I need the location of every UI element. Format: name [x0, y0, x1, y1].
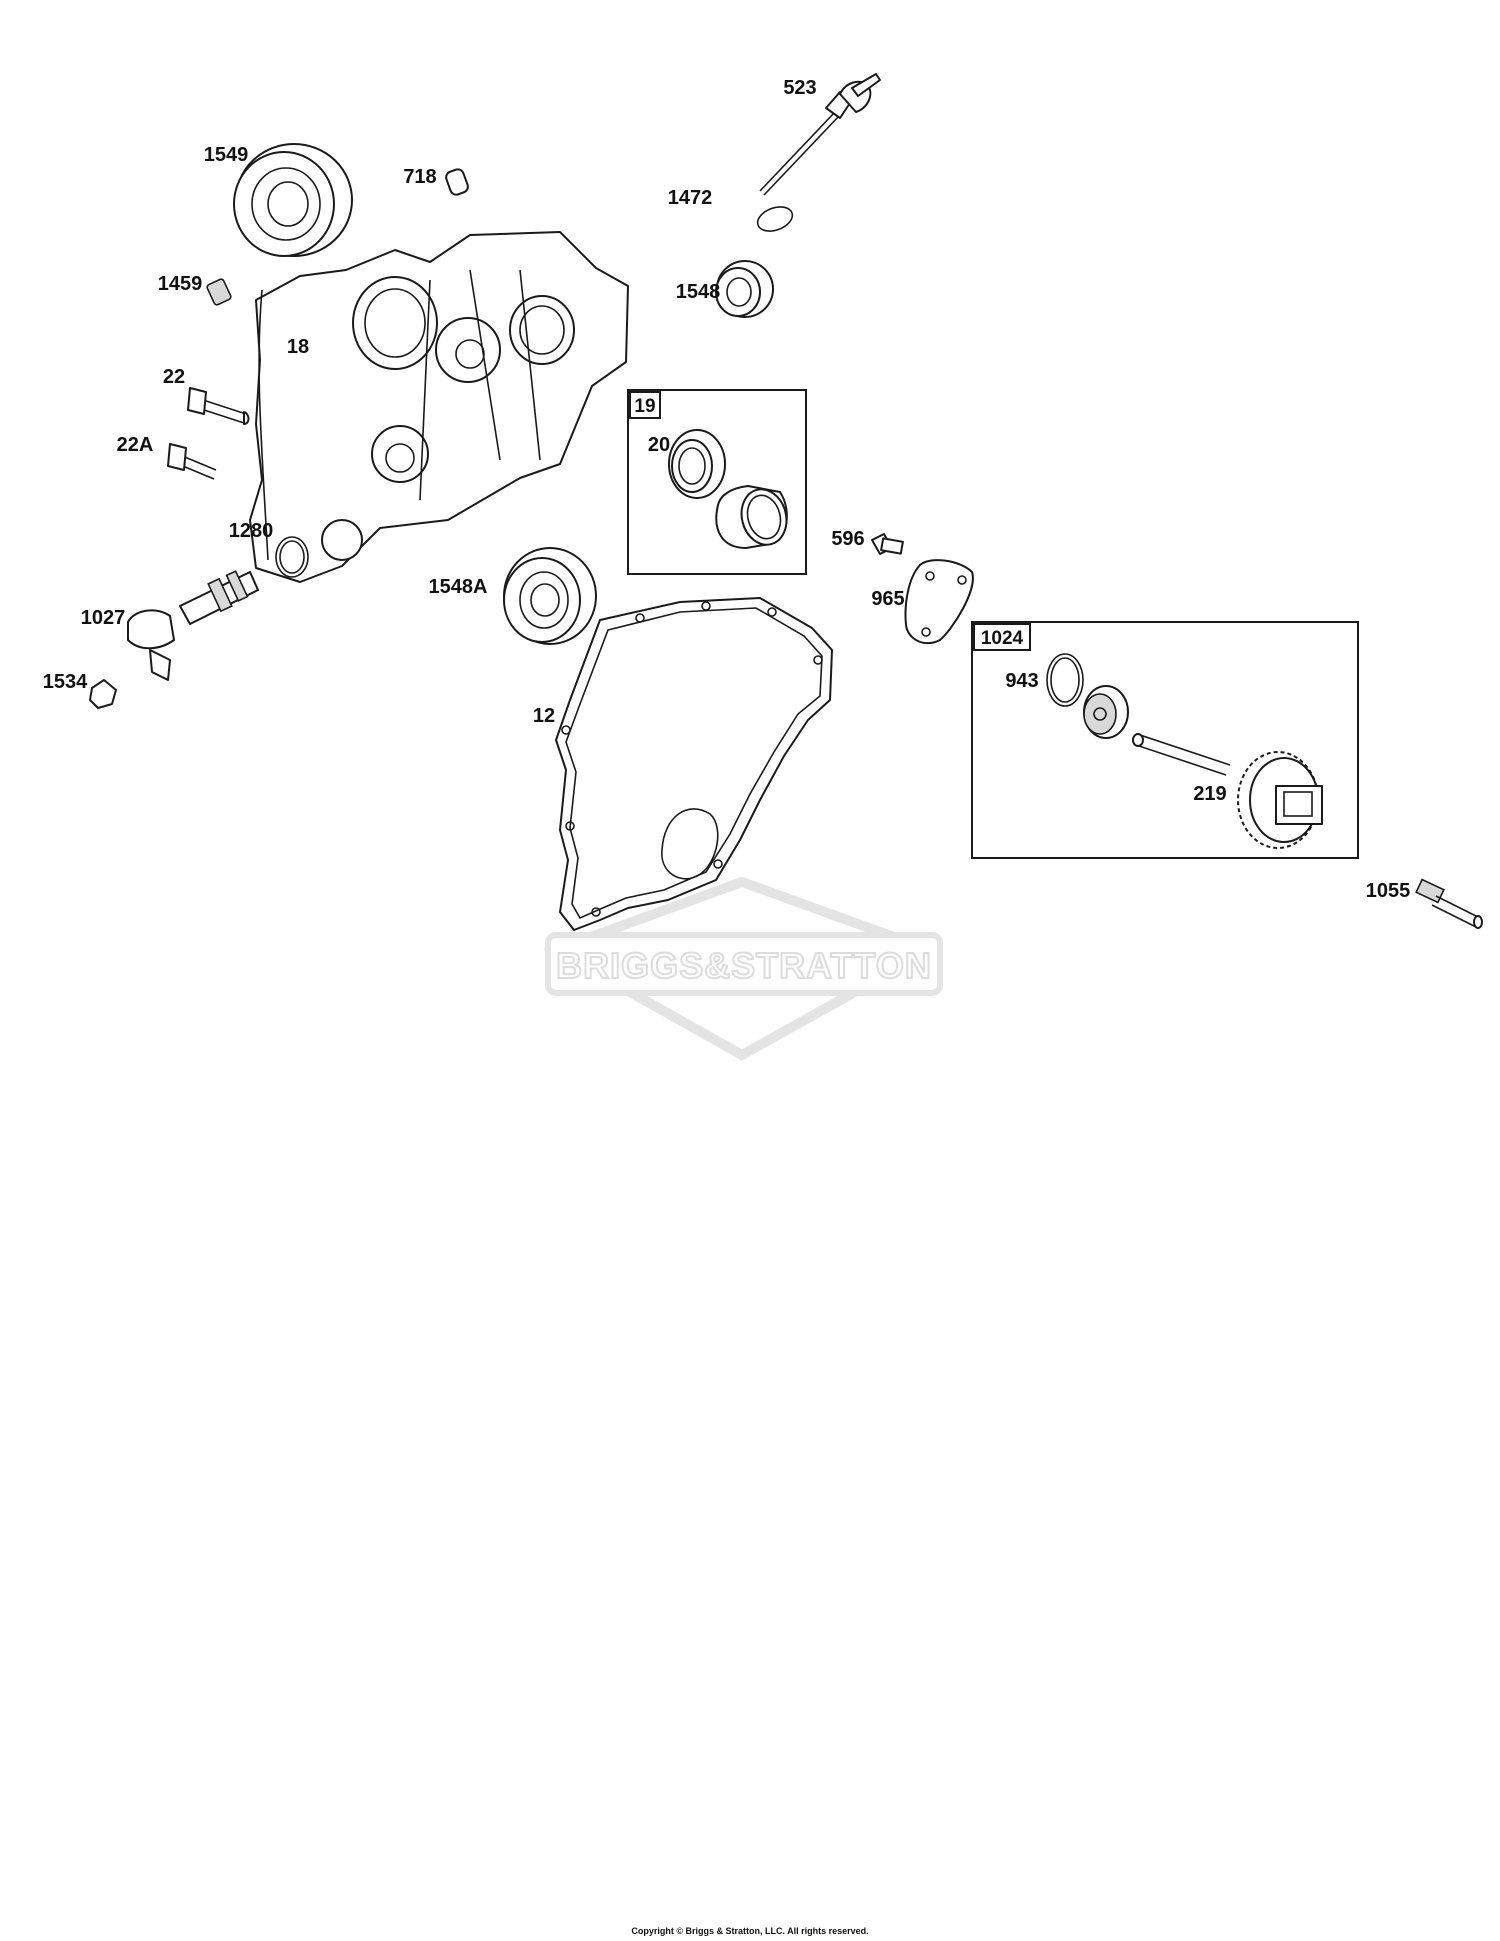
callout-718: 718: [403, 166, 436, 188]
part-1027-drain-valve[interactable]: [127, 570, 259, 681]
part-1459-spring[interactable]: [206, 278, 232, 306]
part-1534-screw[interactable]: [89, 679, 117, 709]
watermark-text: BRIGGS&STRATTON: [556, 945, 932, 986]
callout-1027: 1027: [81, 607, 126, 629]
part-1548-bearing[interactable]: [715, 260, 774, 318]
part-20-seal[interactable]: [668, 429, 726, 499]
part-22A-bolt[interactable]: [167, 443, 217, 480]
copyright-footer: Copyright © Briggs & Stratton, LLC. All …: [631, 1926, 868, 1936]
part-965-cover-plate[interactable]: [904, 559, 974, 645]
part-1549-bearing[interactable]: [233, 143, 353, 257]
callout-20: 20: [648, 434, 670, 456]
callout-19: 19: [634, 396, 655, 417]
callout-1549: 1549: [204, 144, 249, 166]
callout-965: 965: [871, 588, 904, 610]
part-1055-pin[interactable]: [1415, 878, 1483, 929]
part-1472-oring[interactable]: [754, 203, 795, 236]
part-12-gasket[interactable]: [555, 597, 833, 931]
brand-watermark: BRIGGS&STRATTON: [543, 876, 943, 1061]
part-19-sleeve[interactable]: [715, 484, 792, 549]
callout-1472: 1472: [668, 187, 713, 209]
callout-22A: 22A: [117, 434, 154, 456]
part-596-bolt[interactable]: [871, 533, 904, 555]
part-18-crankcase-cover[interactable]: [249, 231, 629, 583]
assembly-1024-box[interactable]: 1024: [971, 621, 1359, 859]
part-1548A-bearing[interactable]: [503, 547, 597, 645]
callout-22: 22: [163, 366, 185, 388]
part-22-bolt[interactable]: [187, 387, 250, 425]
callout-18: 18: [287, 336, 309, 358]
part-oil-pump-rotor[interactable]: [1083, 685, 1129, 739]
callout-1055: 1055: [1366, 880, 1411, 902]
callout-596: 596: [831, 528, 864, 550]
assembly-19-box[interactable]: 19: [627, 389, 807, 575]
callout-219: 219: [1193, 783, 1226, 805]
part-219-gear[interactable]: [1237, 751, 1323, 849]
part-523-dipstick[interactable]: [759, 73, 881, 196]
part-1280-oring[interactable]: [275, 536, 309, 578]
part-943-oring[interactable]: [1046, 653, 1084, 707]
callout-1534: 1534: [43, 671, 88, 693]
callout-1459: 1459: [158, 273, 203, 295]
callout-523: 523: [783, 77, 816, 99]
part-718-dowel[interactable]: [444, 168, 469, 197]
callout-12: 12: [533, 705, 555, 727]
callout-1548A: 1548A: [429, 576, 488, 598]
callout-1024: 1024: [981, 628, 1024, 649]
callout-1548: 1548: [676, 281, 721, 303]
callout-1280: 1280: [229, 520, 274, 542]
callout-943: 943: [1005, 670, 1038, 692]
part-oil-pump-shaft[interactable]: [1132, 733, 1231, 776]
